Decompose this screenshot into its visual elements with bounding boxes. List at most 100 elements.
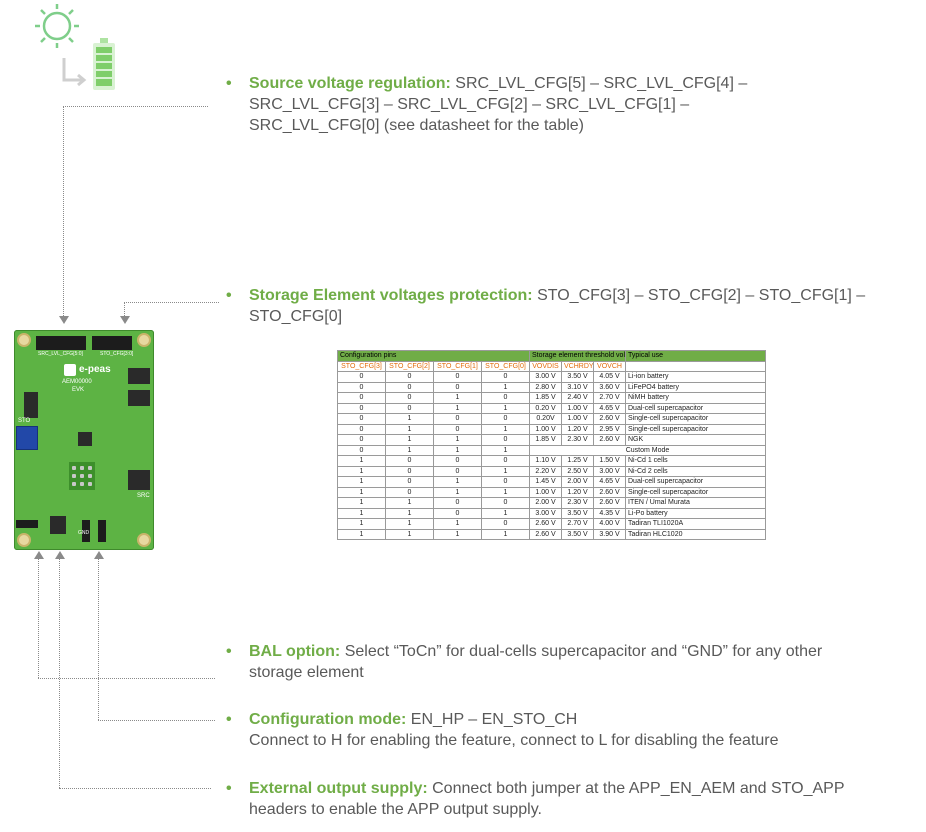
section-text: STO_CFG[3] – STO_CFG[2] – STO_CFG[1] – — [537, 287, 866, 304]
table-cell: 1 — [385, 423, 434, 435]
typical-use-cell: NGK — [625, 434, 766, 446]
table-cell: 1 — [385, 497, 434, 509]
table-cell: 0 — [481, 371, 530, 383]
voltage-cell: 3.60 V — [593, 381, 626, 393]
column-header: STO_CFG[2] — [385, 360, 434, 372]
voltage-cell: 1.00 V — [561, 402, 594, 414]
voltage-cell: 3.50 V — [561, 507, 594, 519]
board-sub: EVK — [72, 387, 85, 393]
voltage-cell: 3.00 V — [529, 371, 562, 383]
typical-use-cell: Dual-cell supercapacitor — [625, 476, 766, 488]
voltage-cell: 2.60 V — [529, 518, 562, 530]
section-text-line2: STO_CFG[0] — [249, 308, 343, 325]
table-cell: 1 — [385, 434, 434, 446]
voltage-cell: 4.05 V — [593, 371, 626, 383]
table-cell: 0 — [433, 413, 482, 425]
table-cell: 0 — [481, 434, 530, 446]
voltage-cell: 3.90 V — [593, 528, 626, 540]
section-title: Configuration mode: — [249, 711, 407, 728]
bullet-dot: • — [226, 287, 232, 304]
table-cell: 0 — [481, 455, 530, 467]
table-cell: 1 — [385, 507, 434, 519]
column-header: STO_CFG[1] — [433, 360, 482, 372]
typical-use-cell: Li-ion battery — [625, 371, 766, 383]
typical-use-cell: Tadiran TLI1020A — [625, 518, 766, 530]
voltage-cell: 3.00 V — [529, 507, 562, 519]
storage-config-table: Configuration pins Storage element thres… — [337, 350, 766, 540]
section-text-line3: SRC_LVL_CFG[0] (see datasheet for the ta… — [249, 117, 584, 134]
voltage-cell: 1.45 V — [529, 476, 562, 488]
table-cell: 1 — [433, 518, 482, 530]
table-cell: 1 — [481, 507, 530, 519]
board-label-gnd: GND — [78, 530, 90, 536]
section-title: BAL option: — [249, 643, 341, 660]
board-brand: e-peas — [79, 364, 111, 375]
voltage-cell: 2.80 V — [529, 381, 562, 393]
board-model: AEM00000 — [62, 379, 92, 385]
table-cell: 0 — [481, 476, 530, 488]
section-text-line2: headers to enable the APP output supply. — [249, 801, 542, 818]
table-cell: 1 — [433, 528, 482, 540]
voltage-cell: 2.60 V — [529, 528, 562, 540]
typical-use-cell: Ni-Cd 1 cells — [625, 455, 766, 467]
table-cell-custom-mode: Custom Mode — [529, 444, 766, 456]
bal-option-section: • BAL option: Select “ToCn” for dual-cel… — [226, 641, 896, 685]
voltage-cell: 3.00 V — [593, 465, 626, 477]
voltage-cell: 2.30 V — [561, 434, 594, 446]
voltage-cell: 2.70 V — [561, 518, 594, 530]
table-cell: 0 — [481, 518, 530, 530]
evaluation-board: SRC_LVL_CFG[5:0] STO_CFG[3:0] e-peas AEM… — [14, 330, 154, 550]
typical-use-cell: Ni-Cd 2 cells — [625, 465, 766, 477]
voltage-cell: 4.35 V — [593, 507, 626, 519]
table-cell: 0 — [337, 381, 386, 393]
voltage-cell: 0.20 V — [529, 402, 562, 414]
section-text-line2: Connect to H for enabling the feature, c… — [249, 732, 779, 749]
section-text: EN_HP – EN_STO_CH — [410, 711, 578, 728]
table-cell: 1 — [337, 476, 386, 488]
external-output-section: • External output supply: Connect both j… — [226, 778, 896, 822]
voltage-cell: 2.95 V — [593, 423, 626, 435]
table-cell: 0 — [337, 392, 386, 404]
table-cell: 0 — [433, 371, 482, 383]
section-text: SRC_LVL_CFG[5] – SRC_LVL_CFG[4] – — [455, 75, 748, 92]
table-cell: 1 — [481, 465, 530, 477]
voltage-cell: 2.70 V — [593, 392, 626, 404]
table-cell: 1 — [337, 455, 386, 467]
table-column-header-row: STO_CFG[3] STO_CFG[2] STO_CFG[1] STO_CFG… — [337, 360, 766, 372]
typical-use-cell: ITEN / Umal Murata — [625, 497, 766, 509]
table-cell: 0 — [337, 402, 386, 414]
section-text: Select “ToCn” for dual-cells supercapaci… — [344, 643, 823, 660]
table-cell: 1 — [481, 381, 530, 393]
table-cell: 0 — [481, 497, 530, 509]
table-cell: 1 — [481, 528, 530, 540]
voltage-cell: 1.00 V — [561, 413, 594, 425]
voltage-cell: 2.60 V — [593, 486, 626, 498]
table-cell: 0 — [337, 434, 386, 446]
typical-use-cell: Single-cell supercapacitor — [625, 423, 766, 435]
typical-use-cell: NiMH battery — [625, 392, 766, 404]
table-cell: 0 — [481, 413, 530, 425]
table-cell: 0 — [481, 392, 530, 404]
bullet-dot: • — [226, 780, 232, 797]
table-cell: 0 — [337, 413, 386, 425]
table-cell: 1 — [337, 486, 386, 498]
voltage-cell: 3.50 V — [561, 371, 594, 383]
group-header: Storage element threshold voltages — [529, 350, 626, 362]
solar-battery-icon — [35, 4, 115, 90]
table-cell: 1 — [385, 518, 434, 530]
table-cell: 0 — [433, 507, 482, 519]
voltage-cell: 2.60 V — [593, 434, 626, 446]
voltage-cell: 2.50 V — [561, 465, 594, 477]
table-cell: 1 — [385, 528, 434, 540]
voltage-cell: 1.20 V — [561, 486, 594, 498]
table-cell: 0 — [337, 371, 386, 383]
